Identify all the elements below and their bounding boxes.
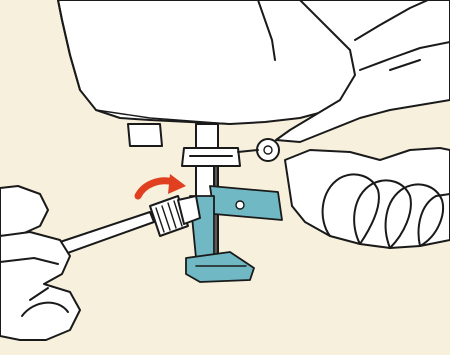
clamp-screw xyxy=(257,139,279,161)
foot-sole xyxy=(186,252,254,282)
right-hand-fingers xyxy=(285,148,450,248)
presser-foot xyxy=(186,186,282,282)
left-hand xyxy=(0,186,80,340)
rotation-arrow-icon xyxy=(138,174,186,196)
foot-shank xyxy=(210,186,282,220)
thread-guide xyxy=(128,124,162,146)
